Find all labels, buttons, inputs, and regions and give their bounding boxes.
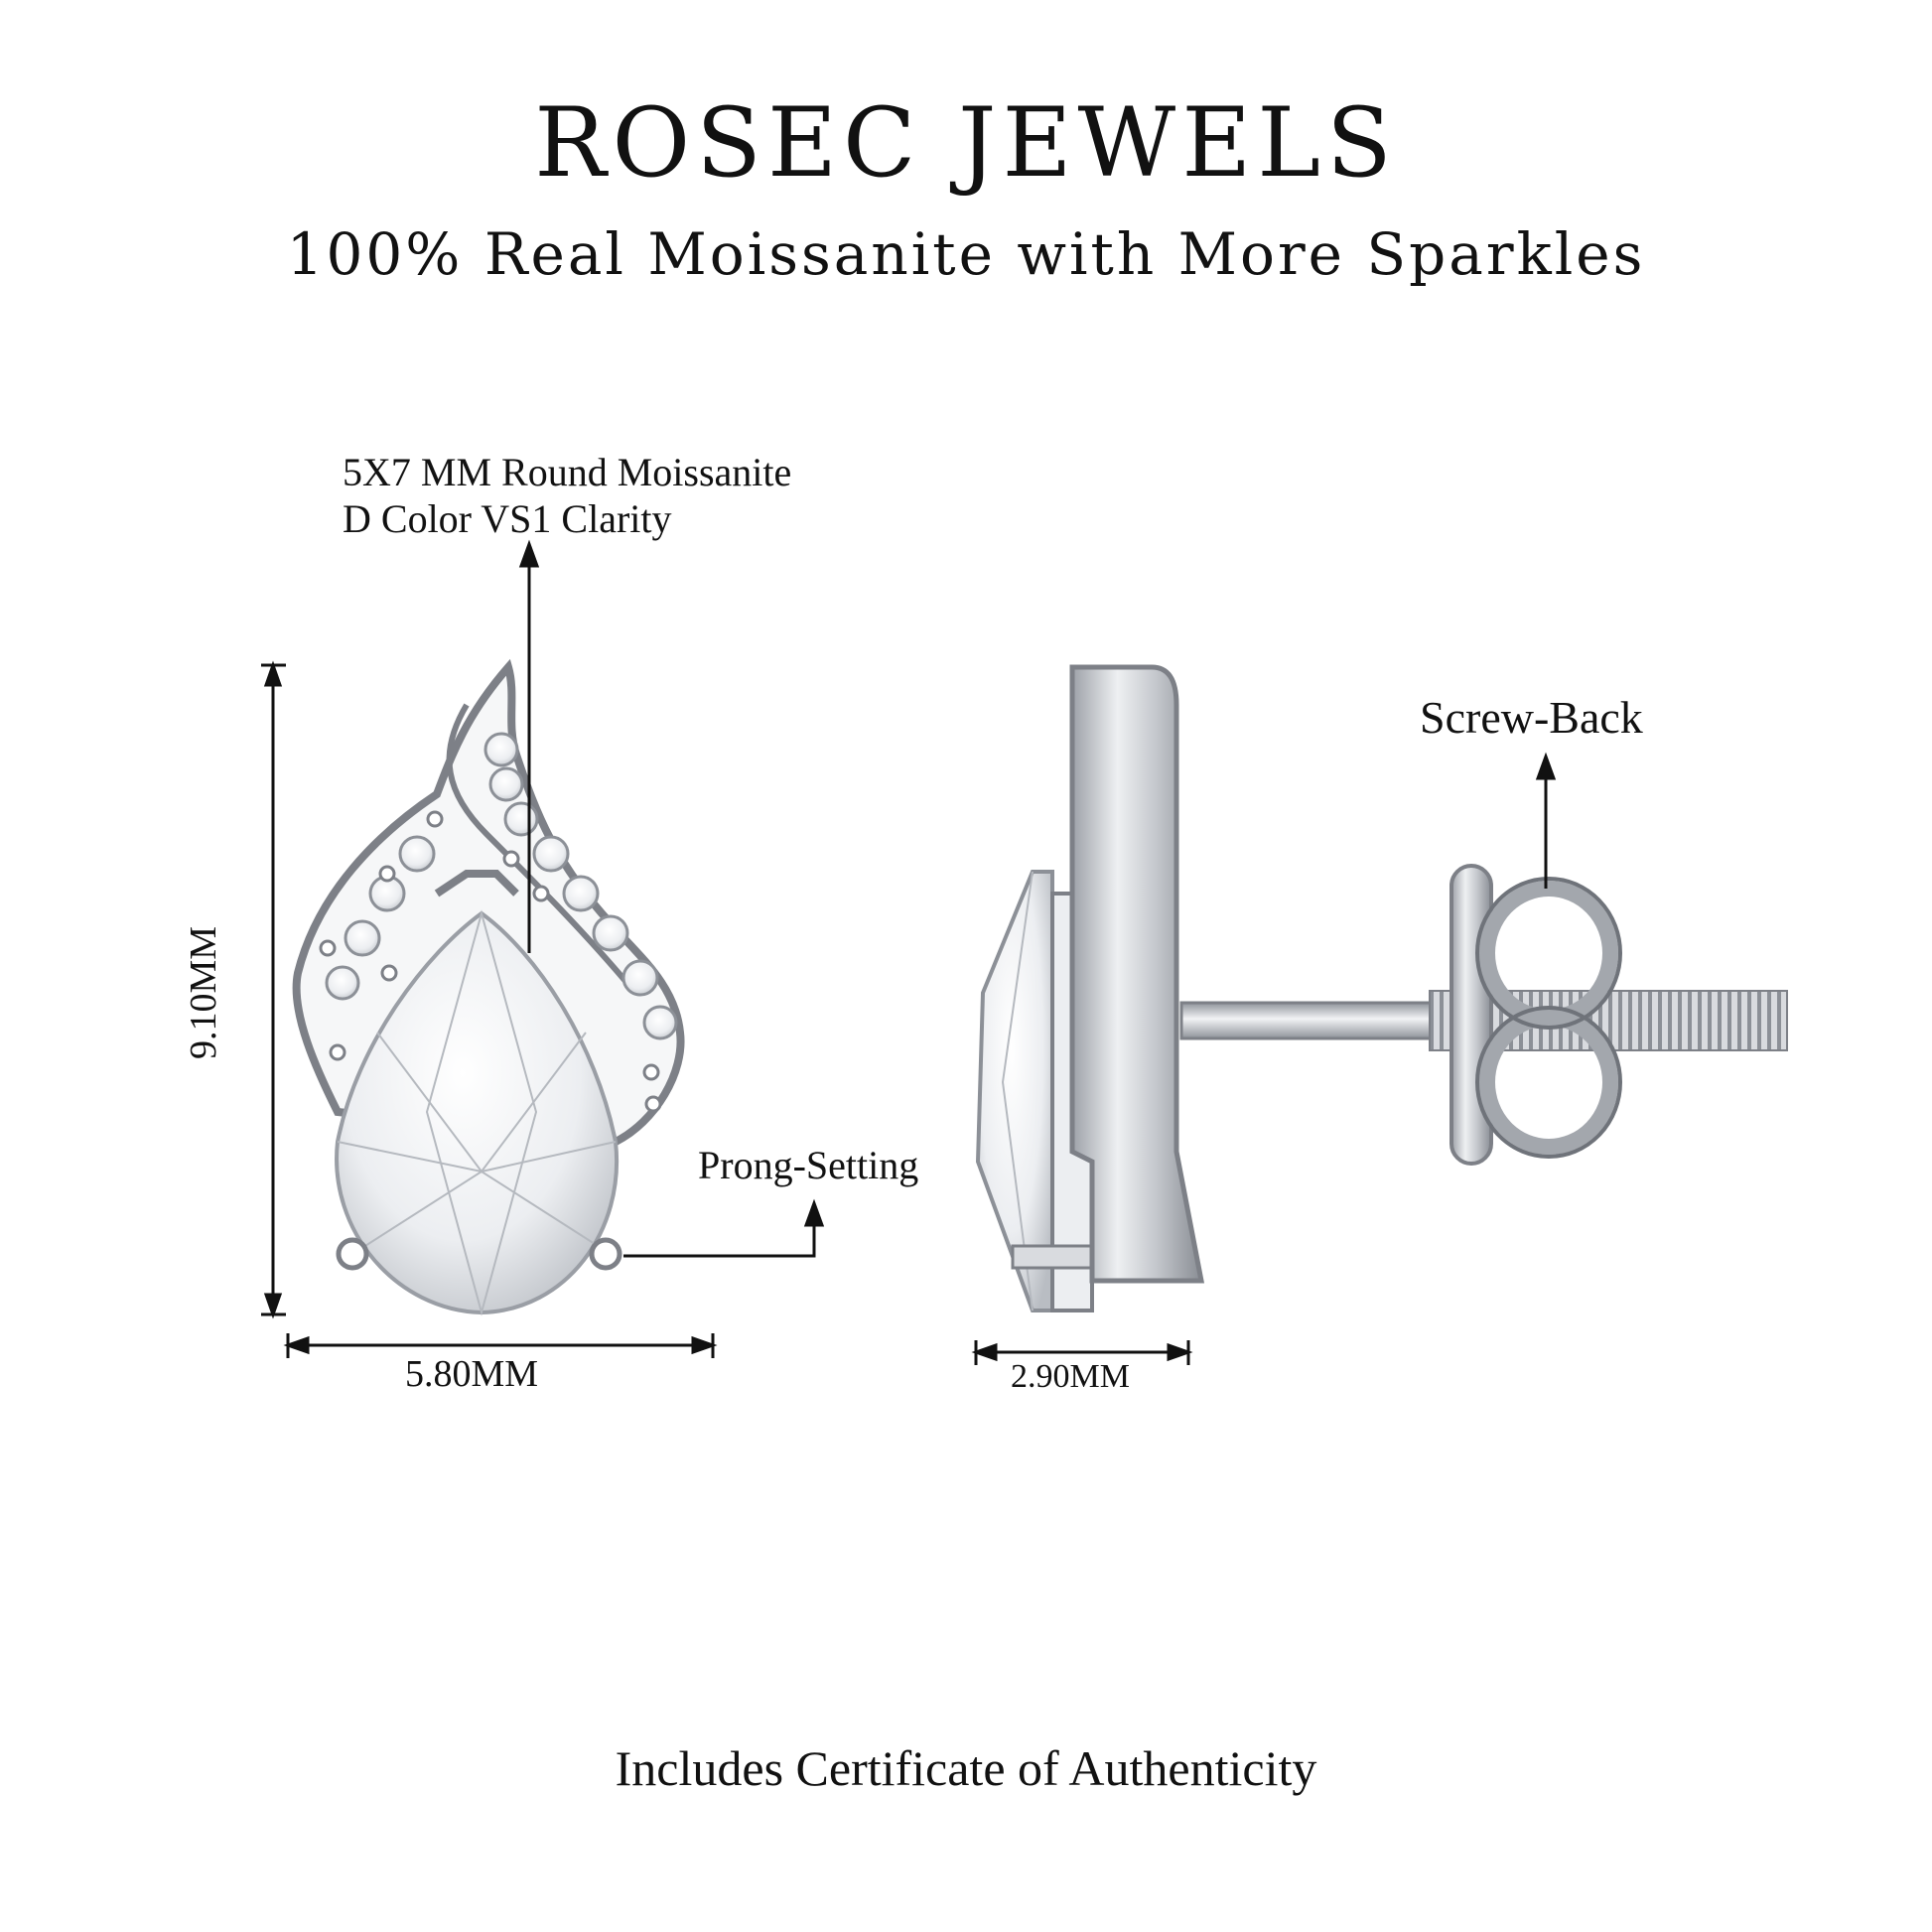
- side-frame-plate: [1069, 664, 1205, 1284]
- prong-setting-label: Prong-Setting: [698, 1143, 919, 1187]
- frame-swoosh: [446, 703, 638, 995]
- prongs: [336, 1237, 622, 1271]
- screw-back-loops: [1479, 881, 1618, 1155]
- stone-spec-line2: D Color VS1 Clarity: [343, 496, 672, 541]
- width-dimension-label: 5.80MM: [405, 1353, 539, 1395]
- front-view: [292, 658, 685, 1316]
- tagline: 100% Real Moissanite with More Sparkles: [286, 220, 1646, 288]
- frame-chevron: [434, 870, 519, 897]
- screw-back-label: Screw-Back: [1420, 692, 1643, 743]
- certificate-note: Includes Certificate of Authenticity: [615, 1740, 1317, 1796]
- side-view: [975, 664, 1788, 1312]
- height-dimension-label: 9.10MM: [183, 925, 224, 1060]
- stone-facets: [337, 909, 617, 1316]
- annotation-lines: [261, 539, 1557, 1365]
- depth-dimension-label: 2.90MM: [1011, 1358, 1130, 1395]
- brand-title: ROSEC JEWELS: [534, 87, 1398, 199]
- stone-spec-line1: 5X7 MM Round Moissanite: [343, 450, 792, 494]
- earring-post: [1179, 1001, 1451, 1040]
- milgrain-beads: [319, 810, 662, 1113]
